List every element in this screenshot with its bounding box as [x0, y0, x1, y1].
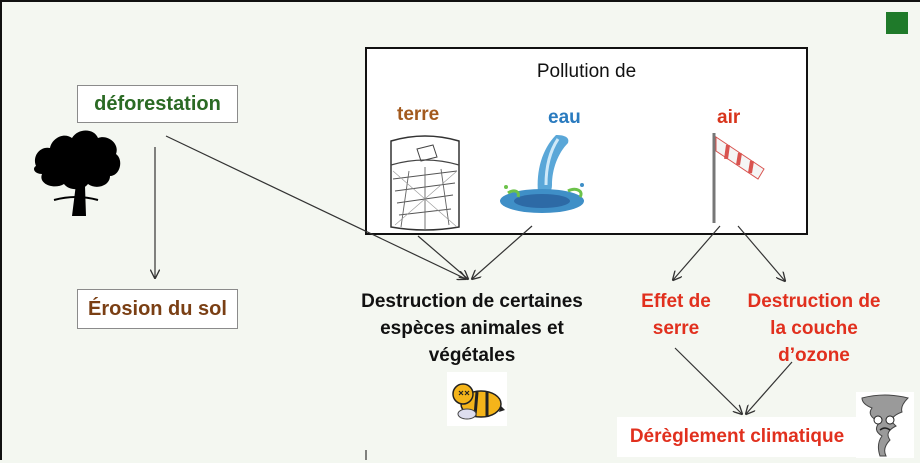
arrow-air-to-ozone	[737, 225, 785, 281]
destruction-ozone-label: Destruction de la couche d’ozone	[747, 291, 881, 366]
arrow-eau-to-species	[472, 225, 533, 279]
pollution-title: Pollution de	[536, 61, 637, 82]
destruction-especes-label: Destruction de certaines espèces animale…	[361, 291, 583, 366]
effet-de-serre-label: Effet de serre	[641, 291, 711, 339]
eau-label: eau	[548, 107, 581, 128]
tornado-icon	[856, 392, 914, 458]
arrow-terre-to-species	[417, 235, 468, 279]
green-square-icon	[886, 12, 908, 34]
dereglement-climatique-box: Dérèglement climatique	[617, 417, 857, 457]
arrow-effet-to-dereglement	[674, 347, 742, 414]
windsock-icon	[702, 129, 768, 225]
arrow-air-to-effet	[673, 225, 721, 280]
erosion-box: Érosion du sol	[77, 289, 238, 329]
deforestation-label: déforestation	[94, 93, 221, 115]
pollution-box: Pollution de terre eau air	[365, 47, 808, 235]
arrow-deforestation-to-species	[165, 135, 466, 279]
arrow-ozone-to-dereglement	[746, 361, 793, 414]
tree-icon	[28, 124, 124, 218]
land-sketch-icon	[387, 131, 463, 233]
erosion-label: Érosion du sol	[88, 298, 227, 320]
deforestation-box: déforestation	[77, 85, 238, 123]
bee-icon	[447, 372, 507, 426]
terre-label: terre	[397, 104, 440, 125]
dereglement-climatique-label: Dérèglement climatique	[629, 426, 845, 447]
air-label: air	[717, 107, 741, 128]
water-splash-icon	[498, 135, 588, 219]
